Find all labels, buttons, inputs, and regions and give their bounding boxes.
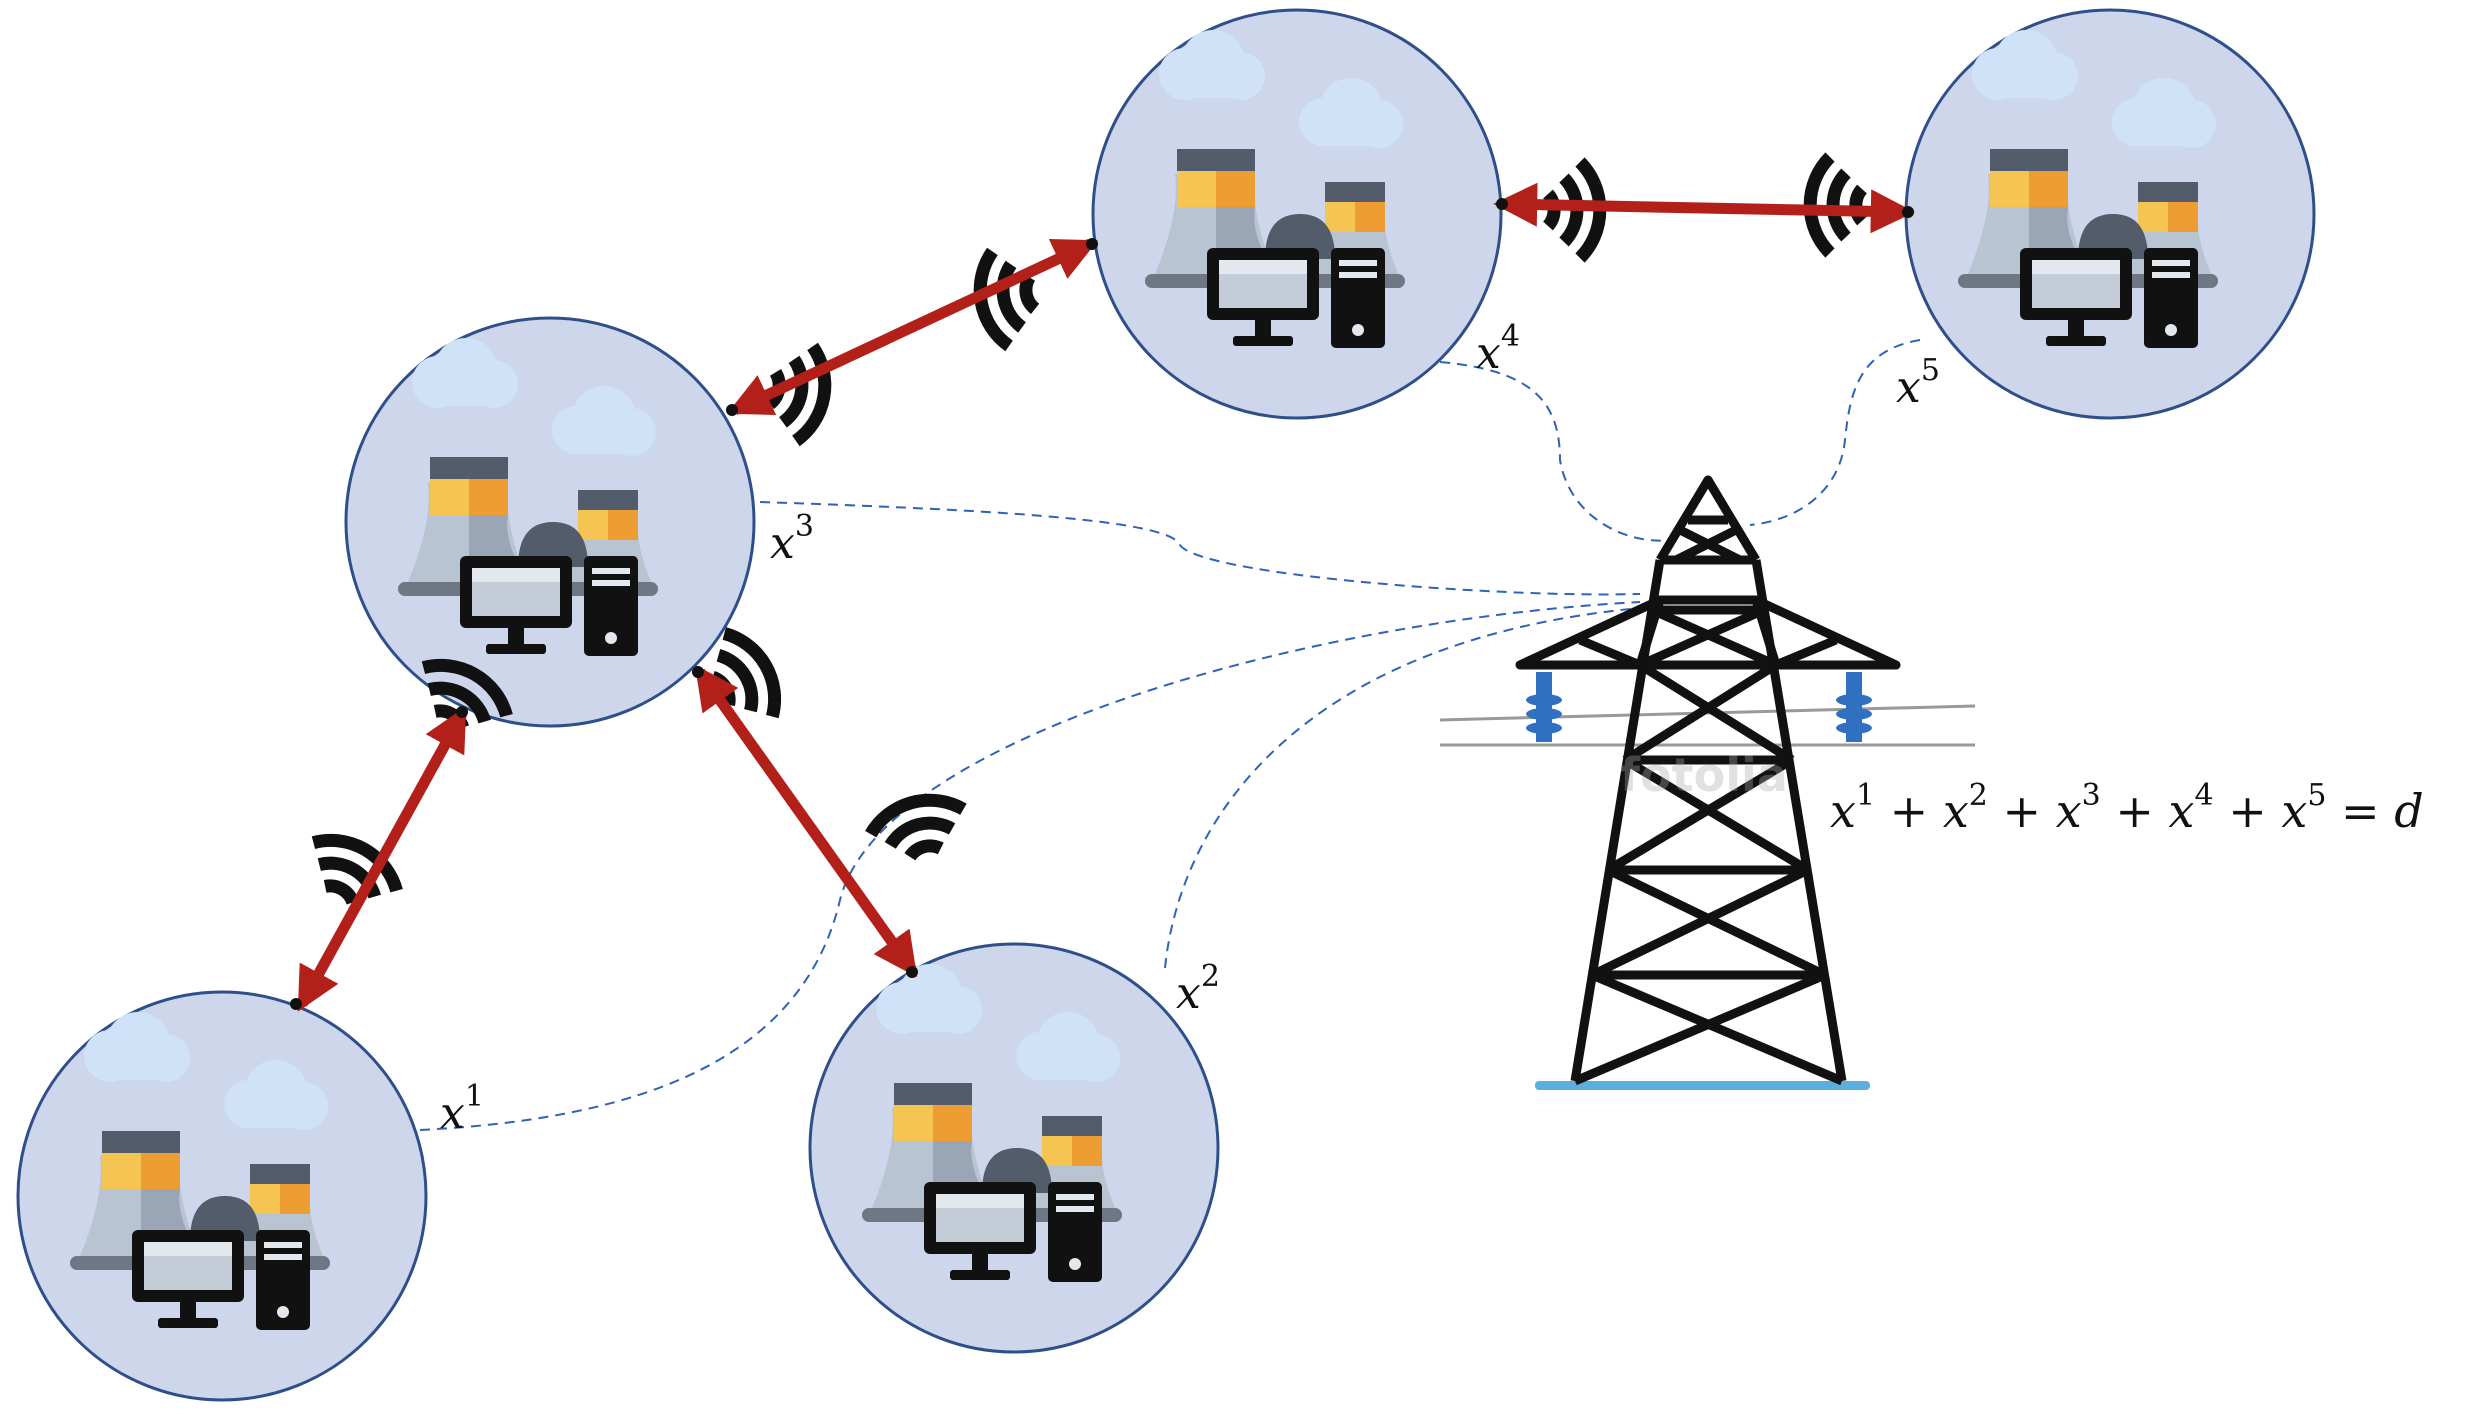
dashed-link-x5 [1749,339,1921,526]
dashed-link-x2 [1164,607,1641,969]
node-x4 [1091,8,1503,420]
node-label-x3: x3 [770,509,814,569]
node-x1 [16,990,428,1402]
link-x4-x5 [1493,182,1915,234]
dashed-link-x4 [1439,361,1671,542]
node-x2 [808,942,1220,1354]
node-label-x4: x4 [1476,319,1520,379]
grid-connections [419,339,1921,1131]
link-x3-x4 [727,238,1098,416]
dashed-link-x1 [419,601,1641,1131]
transmission-tower-icon [1439,475,1976,1090]
insulator-icon [1526,672,1872,742]
node-label-x2: x2 [1176,959,1220,1019]
dashed-link-x3 [759,501,1641,596]
wireless-signal-icon [866,790,972,865]
link-endpoints [290,198,1914,1010]
communication-links [297,182,1915,1012]
node-label-x5: x5 [1896,353,1940,413]
watermark: fotolia [1620,748,1788,802]
node-x5 [1904,8,2316,420]
balance-equation: x1 + x2 + x3 + x4 + x5 = d [1830,778,2424,838]
node-circles [16,8,2316,1402]
link-x1-x3 [297,706,467,1012]
node-label-x1: x1 [440,1079,484,1139]
node-x3 [344,316,756,728]
link-x2-x3 [694,664,918,978]
